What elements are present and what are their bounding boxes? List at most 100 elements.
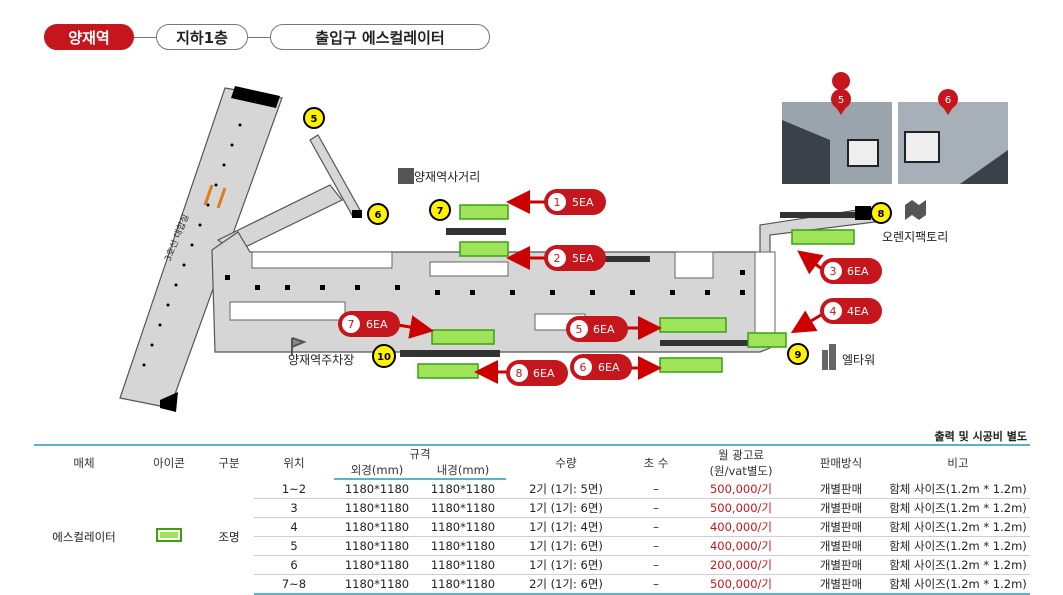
exit-6: 6 [375, 210, 382, 221]
cell-count: – [626, 498, 686, 518]
header-quantity: 수량 [506, 444, 626, 479]
breadcrumb-location[interactable]: 출입구 에스컬레이터 [270, 24, 490, 50]
header-count: 초 수 [626, 444, 686, 479]
cell-inner: 1180*1180 [420, 536, 506, 556]
header-fee: 월 광고료(원/vat별도) [686, 444, 796, 479]
cell-remark: 함체 사이즈(1.2m * 1.2m) [886, 536, 1030, 556]
exit-10: 10 [377, 352, 391, 363]
cell-fee: 500,000/기 [686, 498, 796, 518]
cell-position: 7~8 [254, 574, 334, 595]
cell-fee: 400,000/기 [686, 517, 796, 537]
cell-outer: 1180*1180 [334, 498, 420, 518]
cell-position: 6 [254, 555, 334, 575]
ad-label-number: 2 [554, 252, 561, 265]
exit-8: 8 [878, 209, 885, 220]
ad-label-number: 7 [348, 318, 355, 331]
cell-count: – [626, 574, 686, 595]
cell-inner: 1180*1180 [420, 555, 506, 575]
cell-outer: 1180*1180 [334, 517, 420, 537]
breadcrumb-connector [245, 37, 275, 38]
ad-label-number: 1 [554, 196, 561, 209]
cell-quantity: 1기 (1기: 6면) [506, 555, 626, 575]
ad-label-qty: 6EA [847, 265, 869, 278]
category-cell: 조명 [218, 529, 240, 544]
header-category: 구분 [204, 444, 254, 479]
table-row: 6 1180*1180 1180*1180 1기 (1기: 6면) – 200,… [34, 555, 1030, 575]
cell-count: – [626, 517, 686, 537]
exit-markers: 5 6 7 8 9 10 [303, 107, 892, 368]
cell-sales: 개별판매 [796, 555, 886, 575]
exit-7: 7 [437, 206, 444, 217]
icon-cell [134, 479, 204, 594]
cell-outer: 1180*1180 [334, 574, 420, 595]
cell-position: 4 [254, 517, 334, 537]
ad-label-qty: 6EA [533, 367, 555, 380]
ad-label-qty: 6EA [598, 361, 620, 374]
table-row: 5 1180*1180 1180*1180 1기 (1기: 6면) – 400,… [34, 536, 1030, 556]
table-row: 에스컬레이터 조명 1~2 1180*1180 1180*1180 2기 (1기… [34, 479, 1030, 544]
cell-quantity: 2기 (1기: 6면) [506, 574, 626, 595]
ad-label-number: 3 [830, 265, 837, 278]
cell-fee: 500,000/기 [686, 479, 796, 499]
cell-sales: 개별판매 [796, 479, 886, 499]
ad-label-number: 6 [580, 361, 587, 374]
place-tower: 엘타워 [842, 353, 875, 367]
ad-label-qty: 6EA [366, 318, 388, 331]
cell-fee: 200,000/기 [686, 555, 796, 575]
header-sales: 판매방식 [796, 444, 886, 479]
ad-label-qty: 4EA [847, 305, 869, 318]
cell-inner: 1180*1180 [420, 517, 506, 537]
cell-remark: 함체 사이즈(1.2m * 1.2m) [886, 479, 1030, 499]
header-remark: 비고 [886, 444, 1030, 479]
exit-5: 5 [311, 114, 318, 125]
ad-label-qty: 6EA [593, 323, 615, 336]
ad-label-qty: 5EA [572, 252, 594, 265]
map-icon [905, 200, 926, 220]
header-media: 매체 [34, 444, 134, 479]
cell-outer: 1180*1180 [334, 555, 420, 575]
cell-fee: 500,000/기 [686, 574, 796, 595]
header-outer: 외경(mm) [334, 462, 420, 480]
cell-sales: 개별판매 [796, 536, 886, 556]
header-icon: 아이콘 [134, 444, 204, 479]
ad-labels: 1 5EA 2 5EA 3 6EA 4 4EA 5 6EA [338, 189, 882, 386]
breadcrumb-connector [130, 37, 160, 38]
place-factory: 오렌지팩토리 [882, 230, 948, 244]
cell-sales: 개별판매 [796, 517, 886, 537]
cell-inner: 1180*1180 [420, 479, 506, 499]
cell-count: – [626, 536, 686, 556]
breadcrumb-floor[interactable]: 지하1층 [156, 24, 248, 50]
cell-inner: 1180*1180 [420, 574, 506, 595]
ad-label-number: 8 [516, 367, 523, 380]
cell-sales: 개별판매 [796, 498, 886, 518]
cell-quantity: 2기 (1기: 5면) [506, 479, 626, 499]
flag-icon [291, 337, 307, 356]
header-position: 위치 [254, 444, 334, 479]
ad-label-number: 5 [576, 323, 583, 336]
cell-remark: 함체 사이즈(1.2m * 1.2m) [886, 574, 1030, 595]
cell-quantity: 1기 (1기: 6면) [506, 498, 626, 518]
cell-remark: 함체 사이즈(1.2m * 1.2m) [886, 517, 1030, 537]
cell-count: – [626, 479, 686, 499]
building-icon [822, 344, 836, 370]
cell-quantity: 1기 (1기: 6면) [506, 536, 626, 556]
cost-note: 출력 및 시공비 별도 [934, 430, 1027, 443]
spec-table: 매체 아이콘 구분 위치 규격 수량 초 수 월 광고료(원/vat별도) 판매… [34, 444, 1030, 595]
cell-count: – [626, 555, 686, 575]
floor-map: 3호선 대합실 5 6 7 8 9 10 [119, 72, 1008, 412]
cell-remark: 함체 사이즈(1.2m * 1.2m) [886, 555, 1030, 575]
cell-sales: 개별판매 [796, 574, 886, 595]
table-row: 3 1180*1180 1180*1180 1기 (1기: 6면) – 500,… [34, 498, 1030, 518]
table-row: 4 1180*1180 1180*1180 1기 (1기: 4면) – 400,… [34, 517, 1030, 537]
cell-position: 3 [254, 498, 334, 518]
place-intersection: 양재역사거리 [414, 170, 480, 184]
breadcrumb-station[interactable]: 양재역 [44, 24, 134, 50]
table-row: 7~8 1180*1180 1180*1180 2기 (1기: 6면) – 50… [34, 574, 1030, 595]
cell-outer: 1180*1180 [334, 479, 420, 499]
cell-outer: 1180*1180 [334, 536, 420, 556]
photo-pin-5: 5 [838, 95, 844, 106]
header-spec: 규격 [334, 444, 506, 462]
cell-inner: 1180*1180 [420, 498, 506, 518]
place-parking: 양재역주차장 [288, 353, 354, 367]
photo-pin-6: 6 [945, 95, 951, 106]
